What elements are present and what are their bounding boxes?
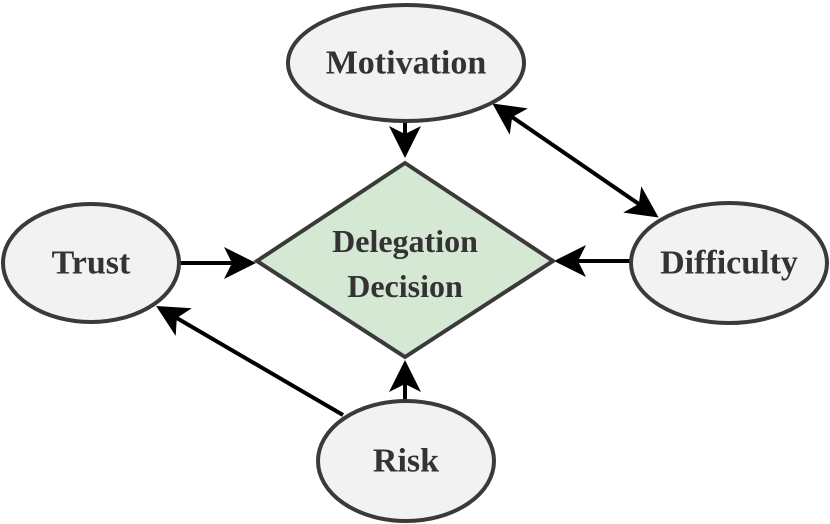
delegation-decision-node [253,160,557,360]
risk-node [316,399,496,523]
trust-label: Trust [52,245,131,282]
difficulty-node [629,201,829,325]
difficulty-label: Difficulty [660,245,798,282]
risk-label: Risk [373,443,439,480]
trust-node [1,202,181,324]
motivation-label: Motivation [326,45,487,82]
edge-risk-to-trust [156,305,345,417]
edge-motivation-difficulty-bidirectional [492,103,659,218]
delegation-decision-label-line2: Decision [347,268,463,304]
delegation-decision-label-line1: Delegation [332,223,478,259]
motivation-node [286,3,526,123]
